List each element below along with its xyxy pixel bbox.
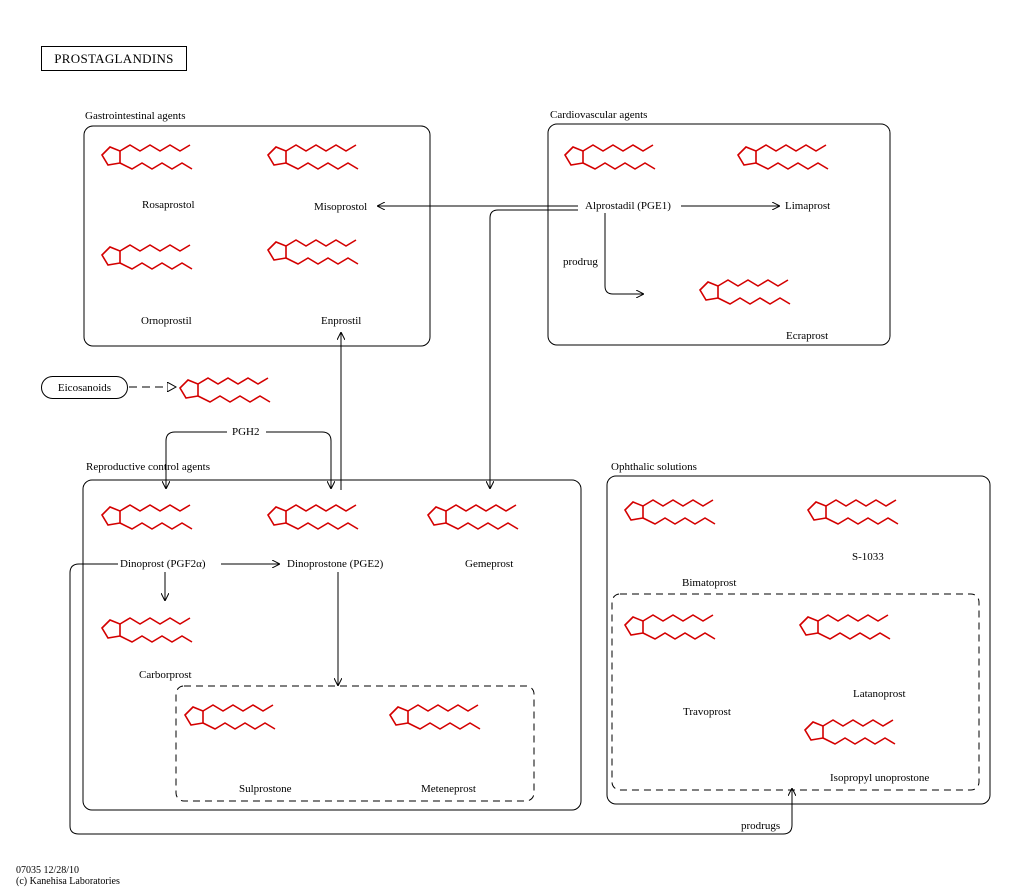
compound-meteneprost[interactable]: Meteneprost xyxy=(421,783,476,795)
group-box-repro xyxy=(82,479,582,811)
compound-rosaprostol[interactable]: Rosaprostol xyxy=(142,199,195,211)
subgroup-box-repro xyxy=(175,685,535,802)
compound-pgh2[interactable]: PGH2 xyxy=(230,426,262,438)
compound-gemeprost[interactable]: Gemeprost xyxy=(465,558,514,570)
compound-bimatoprost[interactable]: Bimatoprost xyxy=(682,577,737,589)
compound-isopropyl-unoprostone[interactable]: Isopropyl unoprostone xyxy=(830,772,930,784)
footer: 07035 12/28/10 (c) Kanehisa Laboratories xyxy=(16,865,120,887)
footer-copyright: (c) Kanehisa Laboratories xyxy=(16,876,120,887)
group-box-cardio xyxy=(547,123,891,346)
compound-enprostil[interactable]: Enprostil xyxy=(321,315,362,327)
compound-ornoprostil[interactable]: Ornoprostil xyxy=(141,315,192,327)
edge-label-prodrug: prodrug xyxy=(563,256,598,268)
compound-dinoprost[interactable]: Dinoprost (PGF2α) xyxy=(120,558,206,570)
compound-carboprost[interactable]: Carborprost xyxy=(139,669,192,681)
compound-ecraprost[interactable]: Ecraprost xyxy=(786,330,829,342)
group-label-ophth: Ophthalic solutions xyxy=(611,461,697,473)
group-label-gastro: Gastrointestinal agents xyxy=(85,110,186,122)
compound-sulprostone[interactable]: Sulprostone xyxy=(239,783,292,795)
compound-travoprost[interactable]: Travoprost xyxy=(683,706,731,718)
compound-s1033[interactable]: S-1033 xyxy=(852,551,884,563)
group-label-cardio: Cardiovascular agents xyxy=(550,109,648,121)
group-box-ophth xyxy=(606,475,991,805)
compound-dinoprostone[interactable]: Dinoprostone (PGE2) xyxy=(287,558,384,570)
compound-limaprost[interactable]: Limaprost xyxy=(785,200,831,212)
map-link-eicosanoids[interactable]: Eicosanoids xyxy=(41,376,128,399)
edge-label-prodrugs: prodrugs xyxy=(741,820,781,832)
compound-alprostadil[interactable]: Alprostadil (PGE1) xyxy=(585,200,671,212)
footer-id-date: 07035 12/28/10 xyxy=(16,865,80,876)
group-label-repro: Reproductive control agents xyxy=(86,461,211,473)
compound-misoprostol[interactable]: Misoprostol xyxy=(314,201,368,213)
subgroup-box-ophth xyxy=(611,593,980,791)
group-box-gastro xyxy=(83,125,431,347)
compound-latanoprost[interactable]: Latanoprost xyxy=(853,688,906,700)
map-title: PROSTAGLANDINS xyxy=(41,46,187,71)
